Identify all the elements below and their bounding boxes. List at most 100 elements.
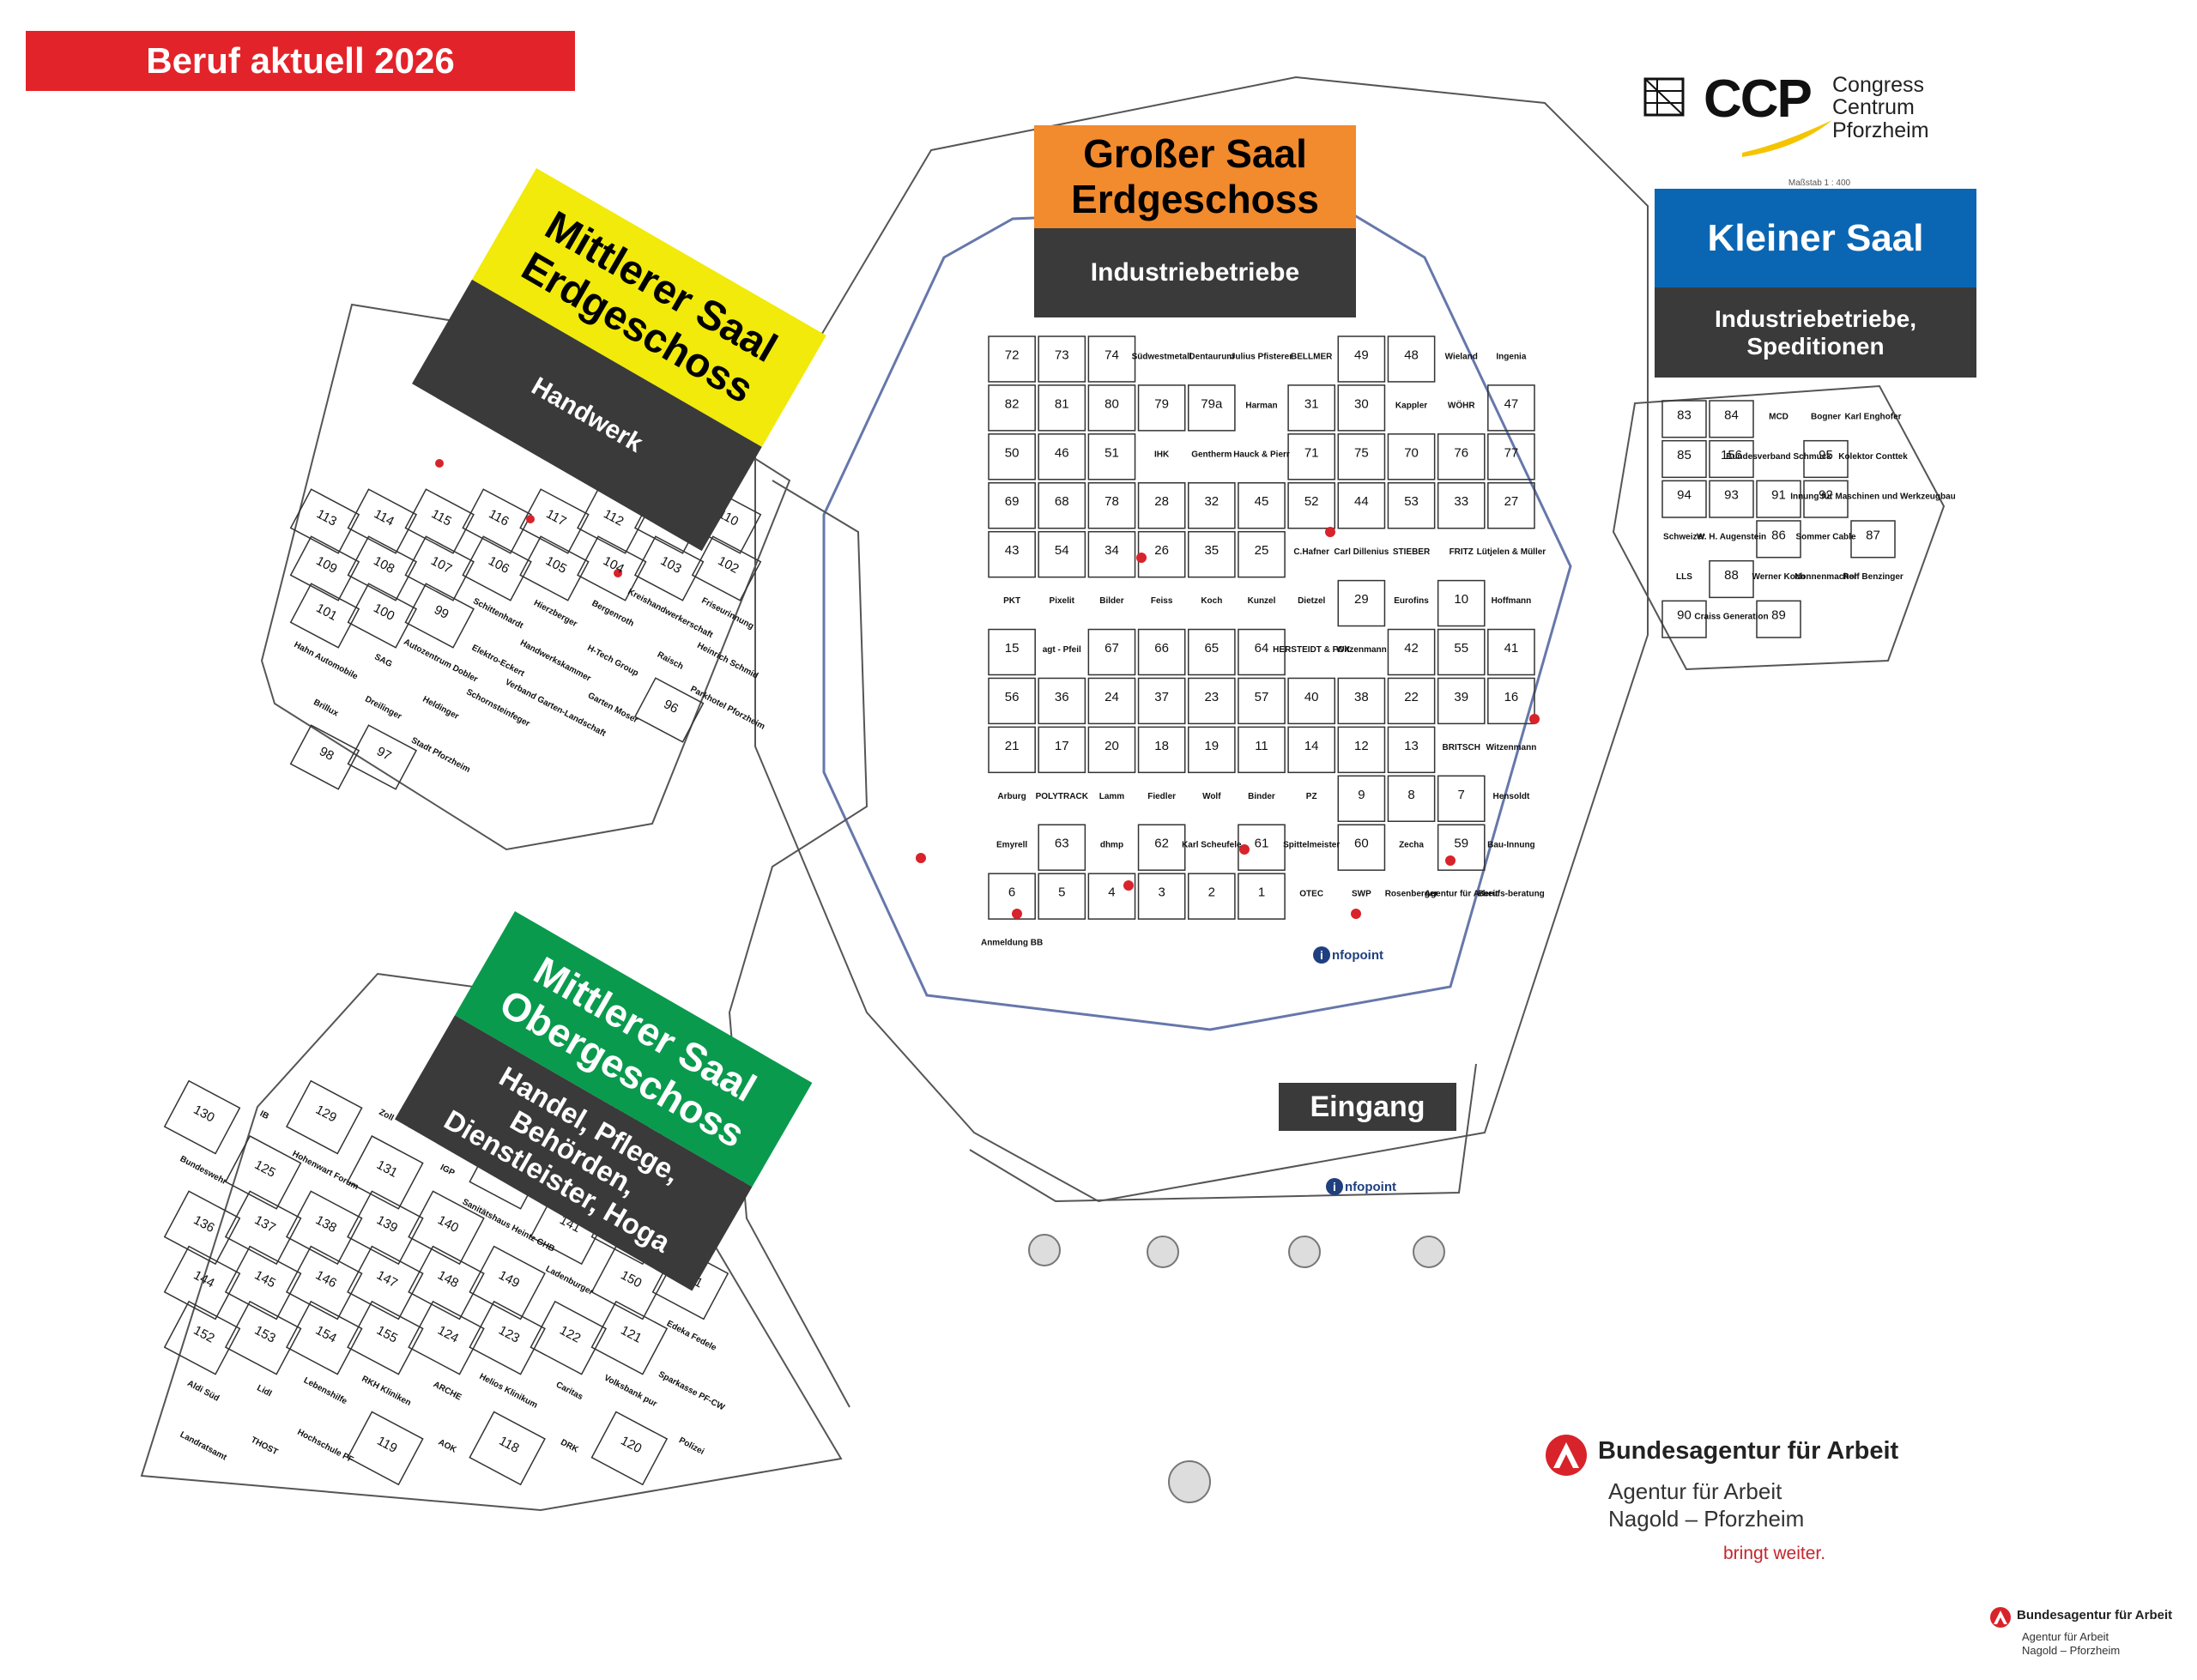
exhibitor-name: Schittenhardt: [471, 596, 525, 631]
exhibitor-name: Dreilinger: [363, 694, 402, 722]
exhibitor-name: C.Hafner: [1293, 547, 1329, 557]
exhibitor-name: Ladenburger: [544, 1265, 595, 1297]
exhibitor-name: Hohenwart Forum: [291, 1149, 360, 1192]
stand-box: [163, 1245, 241, 1320]
exhibitor-name: STIEBER: [1393, 547, 1431, 557]
stand-box: [633, 677, 705, 743]
stand-box: [404, 535, 475, 601]
stand-number: 98: [317, 744, 336, 764]
ccp-swoosh-icon: [1742, 120, 1832, 157]
exhibitor-name: Heinrich Schmid: [695, 641, 760, 681]
grosser-saal-title: Großer Saal Erdgeschoss: [1034, 125, 1356, 228]
stand-box: [347, 488, 418, 554]
stand-box: [285, 1190, 363, 1266]
stand-box: [1038, 384, 1086, 432]
exhibitor-name: SAG: [372, 652, 393, 669]
stand-number: 27: [1504, 494, 1519, 509]
ba-large-line1: Agentur für Arbeit: [1608, 1478, 1782, 1504]
stand-number: 106: [486, 553, 511, 577]
stand-box: [1287, 384, 1336, 432]
stand-number: 85: [1677, 448, 1692, 462]
stand-number: 108: [371, 553, 396, 577]
ba-large-tagline: bringt weiter.: [1723, 1544, 1826, 1563]
stand-number: 9: [1358, 788, 1365, 802]
exhibitor-name: WÖHR: [1448, 399, 1475, 410]
exhibitor-name: Volksbank pur: [602, 1374, 658, 1410]
stand-number: 59: [1454, 837, 1468, 851]
stand-number: 146: [313, 1268, 339, 1291]
stand-box: [988, 335, 1036, 383]
stand-number: 90: [1677, 608, 1692, 623]
stand-box: [1487, 677, 1535, 725]
stand-number: 60: [1354, 837, 1369, 851]
stand-box: [1487, 384, 1535, 432]
ba-small-line1: Agentur für Arbeit: [2022, 1630, 2109, 1643]
stand-box: [163, 1300, 241, 1375]
scale-label: Maßstab 1 : 400: [1788, 178, 1851, 188]
exhibitor-name: Hoffmann: [1492, 596, 1532, 606]
stand-box: [1387, 726, 1436, 774]
stand-box: [347, 1135, 424, 1210]
stand-box: [1038, 824, 1086, 871]
stand-number: 70: [1404, 445, 1419, 460]
stand-number: 66: [1154, 641, 1169, 656]
stand-box: [1756, 520, 1801, 559]
stand-number: 40: [1304, 690, 1319, 704]
exhibitor-name: Zecha: [1399, 841, 1424, 850]
stand-box: [1709, 439, 1754, 479]
stand-box: [1187, 726, 1236, 774]
exhibitor-name: Wolf: [1202, 792, 1221, 801]
stand-number: 49: [1354, 347, 1369, 362]
stand-number: 75: [1354, 445, 1369, 460]
stand-number: 78: [1105, 494, 1119, 509]
stand-box: [224, 1135, 302, 1210]
stand-number: 139: [374, 1212, 400, 1236]
exhibitor-name: Bundeswehr: [179, 1154, 228, 1187]
stand-box: [285, 1300, 363, 1375]
stand-box: [1038, 433, 1086, 480]
exhibitor-name: Eurofins: [1394, 596, 1429, 606]
stand-number: 65: [1204, 641, 1219, 656]
stand-box: [1803, 480, 1849, 518]
stand-box: [1187, 384, 1236, 432]
stand-box: [1137, 677, 1186, 725]
ba-logo-icon: [1546, 1435, 1587, 1476]
kleiner-saal-category: Industriebetriebe, Speditionen: [1655, 287, 1976, 378]
stand-number: 84: [1724, 408, 1739, 422]
stand-box: [347, 1300, 424, 1375]
stand-box: [1337, 775, 1386, 822]
stand-box: [1437, 482, 1486, 529]
stand-box: [1437, 775, 1486, 822]
stand-number: 138: [313, 1212, 339, 1236]
stand-box: [988, 873, 1036, 920]
stand-box: [1038, 873, 1086, 920]
stand-number: 109: [314, 553, 340, 577]
stand-number: 148: [435, 1268, 461, 1291]
exhibitor-name: BRITSCH: [1443, 743, 1480, 752]
stand-number: 86: [1771, 528, 1786, 542]
stand-number: 129: [313, 1103, 339, 1126]
exhibitor-name: Nonnenmacher: [1795, 572, 1857, 582]
stand-box: [1087, 677, 1136, 725]
stand-number: 150: [618, 1268, 644, 1291]
stand-box: [1038, 335, 1086, 383]
ba-logo-small: Bundesagentur für Arbeit Agentur für Arb…: [1989, 1604, 2182, 1666]
exhibitor-name: Bau-Innung: [1487, 841, 1535, 850]
ccp-logo: CCP Congress Centrum Pforzheim: [1643, 67, 1952, 157]
stand-number: 130: [191, 1103, 217, 1126]
stand-box: [1238, 677, 1286, 725]
stand-box: [1287, 726, 1336, 774]
stand-box: [469, 1300, 546, 1375]
stand-box: [590, 1300, 669, 1375]
stand-box: [285, 1079, 363, 1155]
ba-large-title: Bundesagentur für Arbeit: [1598, 1437, 1899, 1465]
stand-number: 105: [543, 553, 569, 577]
stand-box: [1287, 677, 1336, 725]
stand-number: 46: [1055, 445, 1069, 460]
stand-box: [289, 488, 360, 554]
stand-box: [1137, 482, 1186, 529]
stand-number: 68: [1055, 494, 1069, 509]
exhibitor-name: Garten Moser: [586, 691, 639, 725]
stand-box: [1038, 677, 1086, 725]
stand-box: [1337, 335, 1386, 383]
